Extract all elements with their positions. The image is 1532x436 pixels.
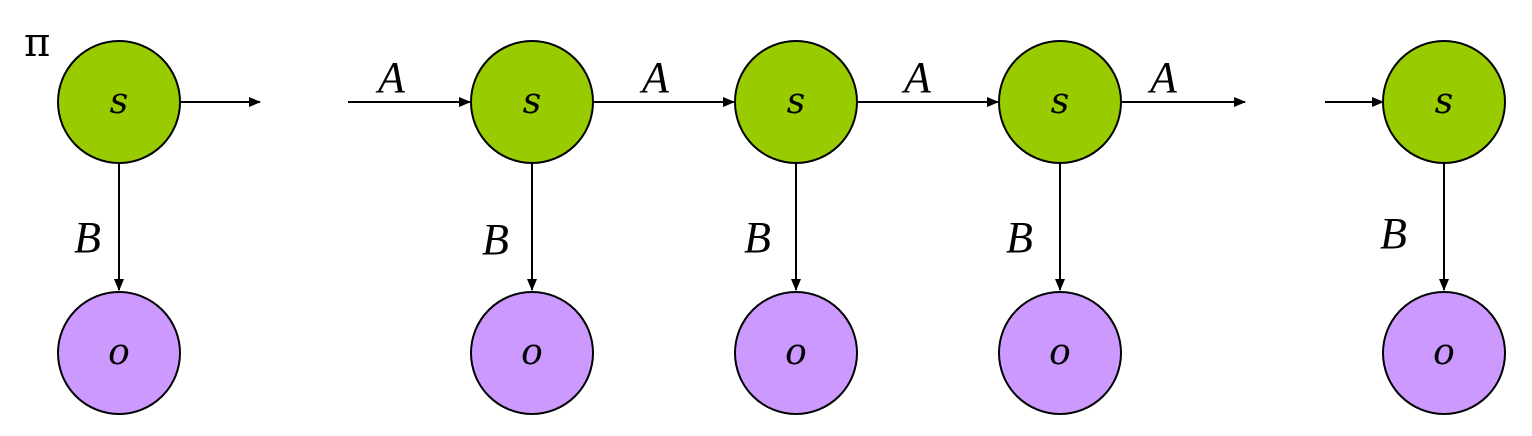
emission-label-b: B <box>744 213 771 262</box>
hidden-states: s s s s s <box>57 40 1506 164</box>
initial-distribution-label: π <box>24 20 50 66</box>
observation-node: o <box>57 291 181 415</box>
transition-label-a: A <box>901 53 932 102</box>
observation-circle <box>57 291 181 415</box>
observation-label: o <box>521 332 543 373</box>
observation-circle <box>998 291 1122 415</box>
hidden-state-circle <box>57 40 181 164</box>
hidden-state-circle <box>470 40 594 164</box>
hidden-state-node: s <box>1382 40 1506 164</box>
hidden-state-label: s <box>1435 81 1453 122</box>
hidden-state-label: s <box>110 81 128 122</box>
hidden-state-label: s <box>523 81 541 122</box>
transition-label-a: A <box>375 53 406 102</box>
observation-node: o <box>1382 291 1506 415</box>
observation-node: o <box>998 291 1122 415</box>
hidden-state-circle <box>998 40 1122 164</box>
emission-label-b: B <box>74 213 101 262</box>
observation-circle <box>470 291 594 415</box>
observation-circle <box>1382 291 1506 415</box>
observation-circle <box>734 291 858 415</box>
observation-label: o <box>1433 332 1455 373</box>
hidden-state-node: s <box>734 40 858 164</box>
observations: o o o o o <box>57 291 1506 415</box>
hidden-state-circle <box>1382 40 1506 164</box>
emission-edges <box>114 162 1449 291</box>
observation-label: o <box>785 332 807 373</box>
emission-label-b: B <box>1006 213 1033 262</box>
hidden-state-node: s <box>57 40 181 164</box>
observation-label: o <box>108 332 130 373</box>
hidden-state-node: s <box>470 40 594 164</box>
hidden-state-circle <box>734 40 858 164</box>
hidden-state-label: s <box>1051 81 1069 122</box>
observation-label: o <box>1049 332 1071 373</box>
emission-labels: B B B B B <box>74 209 1407 264</box>
emission-label-b: B <box>482 215 509 264</box>
transition-labels: A A A A <box>375 53 1178 102</box>
transition-label-a: A <box>1147 53 1178 102</box>
emission-label-b: B <box>1380 209 1407 258</box>
hidden-state-node: s <box>998 40 1122 164</box>
observation-node: o <box>734 291 858 415</box>
hidden-state-label: s <box>787 81 805 122</box>
observation-node: o <box>470 291 594 415</box>
transition-label-a: A <box>639 53 670 102</box>
